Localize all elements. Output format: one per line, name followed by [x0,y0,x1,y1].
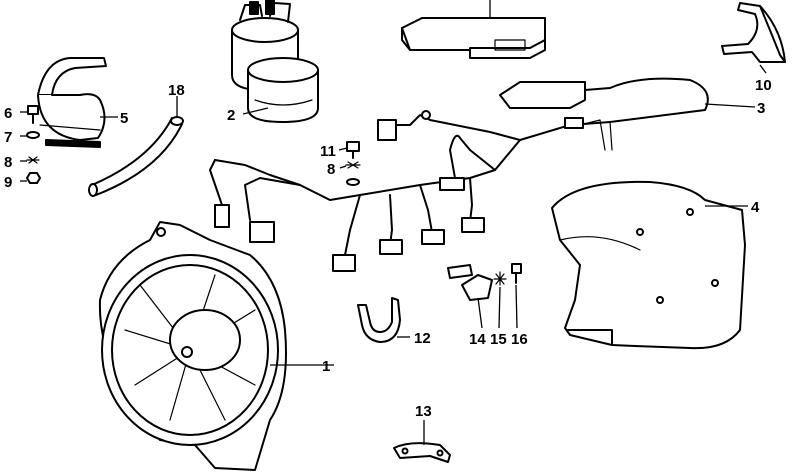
callout-8-left: 8 [4,154,12,171]
parts-14-16-sensor [447,263,522,301]
part-18-hose [88,116,184,197]
callout-9: 9 [4,174,12,191]
callout-12: 12 [414,330,431,347]
callout-11: 11 [320,143,336,160]
part-2-pump [231,0,319,123]
callout-1: 1 [322,358,330,375]
callout-14: 14 [469,331,486,348]
part-1-fan [98,221,287,471]
callout-15: 15 [490,331,507,348]
control-unit-box [401,17,546,59]
callout-18: 18 [168,82,185,99]
callout-3: 3 [757,100,765,117]
parts-6-9-fasteners [26,105,41,184]
callout-10: 10 [755,77,772,94]
callout-7: 7 [4,129,12,146]
callout-16: 16 [511,331,528,348]
callout-6: 6 [4,105,12,122]
part-13-plate [393,442,451,463]
part-3-wiring-harness [209,77,709,272]
part-11-screw [345,141,361,186]
callout-8-center: 8 [327,161,335,178]
callout-5: 5 [120,110,128,127]
leader-lines [20,0,767,445]
part-5-clamp-strap [37,57,107,148]
callout-2: 2 [227,107,235,124]
part-4-cover [551,180,746,350]
callout-labels: 1 2 3 4 5 6 7 8 9 10 11 8 12 13 14 15 16… [4,77,772,420]
callout-4: 4 [751,199,760,216]
callout-13: 13 [415,403,432,420]
part-10-bracket [721,2,786,63]
part-12-bracket [357,297,401,343]
